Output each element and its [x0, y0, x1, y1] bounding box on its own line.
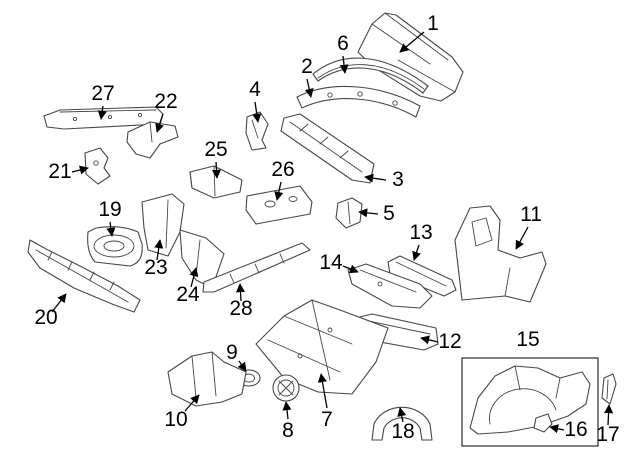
part-1-drawing[interactable] — [357, 12, 464, 102]
callout-16[interactable]: 16 — [564, 418, 587, 441]
part-4-drawing[interactable] — [245, 111, 269, 151]
part-17-drawing[interactable] — [601, 373, 617, 405]
callout-6[interactable]: 6 — [337, 32, 349, 55]
callout-7[interactable]: 7 — [321, 408, 333, 431]
callout-28[interactable]: 28 — [229, 297, 252, 320]
callout-25[interactable]: 25 — [204, 138, 227, 161]
part-20-drawing[interactable] — [27, 239, 141, 313]
part-8-drawing[interactable] — [272, 374, 300, 402]
callout-17[interactable]: 17 — [596, 423, 619, 446]
part-21-drawing[interactable] — [84, 147, 111, 185]
callout-15[interactable]: 15 — [516, 328, 539, 351]
detail-box-15 — [461, 357, 599, 447]
part-16-drawing[interactable] — [533, 413, 553, 433]
callout-11[interactable]: 11 — [520, 203, 542, 226]
part-3-drawing[interactable] — [280, 113, 375, 184]
callout-1[interactable]: 1 — [427, 12, 439, 35]
part-28-drawing[interactable] — [202, 242, 311, 293]
callout-13[interactable]: 13 — [409, 221, 432, 244]
part-22-drawing[interactable] — [126, 121, 179, 159]
part-15-drawing[interactable] — [469, 365, 591, 435]
callout-4[interactable]: 4 — [249, 78, 261, 101]
callout-3[interactable]: 3 — [392, 168, 404, 191]
callout-22[interactable]: 22 — [154, 90, 177, 113]
callout-23[interactable]: 23 — [144, 256, 167, 279]
part-7-drawing[interactable] — [255, 299, 389, 395]
part-5-drawing[interactable] — [335, 197, 363, 229]
callout-26[interactable]: 26 — [271, 158, 294, 181]
callout-9[interactable]: 9 — [226, 341, 238, 364]
callout-5[interactable]: 5 — [383, 202, 395, 225]
callout-8[interactable]: 8 — [282, 419, 294, 442]
callout-24[interactable]: 24 — [176, 283, 200, 306]
part-10-drawing[interactable] — [167, 351, 247, 407]
callout-14[interactable]: 14 — [319, 251, 343, 274]
part-19-drawing[interactable] — [87, 226, 143, 267]
part-2-drawing[interactable] — [296, 85, 421, 118]
callout-20[interactable]: 20 — [34, 306, 57, 329]
callout-21[interactable]: 21 — [48, 160, 71, 183]
part-26-drawing[interactable] — [245, 185, 313, 225]
callout-18[interactable]: 18 — [391, 420, 414, 443]
part-11-drawing[interactable] — [454, 205, 547, 303]
part-23-drawing[interactable] — [141, 193, 185, 257]
leader-lines — [51, 31, 614, 434]
callout-2[interactable]: 2 — [301, 55, 313, 78]
part-18-drawing[interactable] — [371, 406, 433, 441]
callout-27[interactable]: 27 — [91, 82, 114, 105]
callout-19[interactable]: 19 — [98, 198, 121, 221]
part-14-drawing[interactable] — [347, 263, 433, 309]
callout-12[interactable]: 12 — [438, 330, 461, 353]
callout-10[interactable]: 10 — [164, 408, 187, 431]
